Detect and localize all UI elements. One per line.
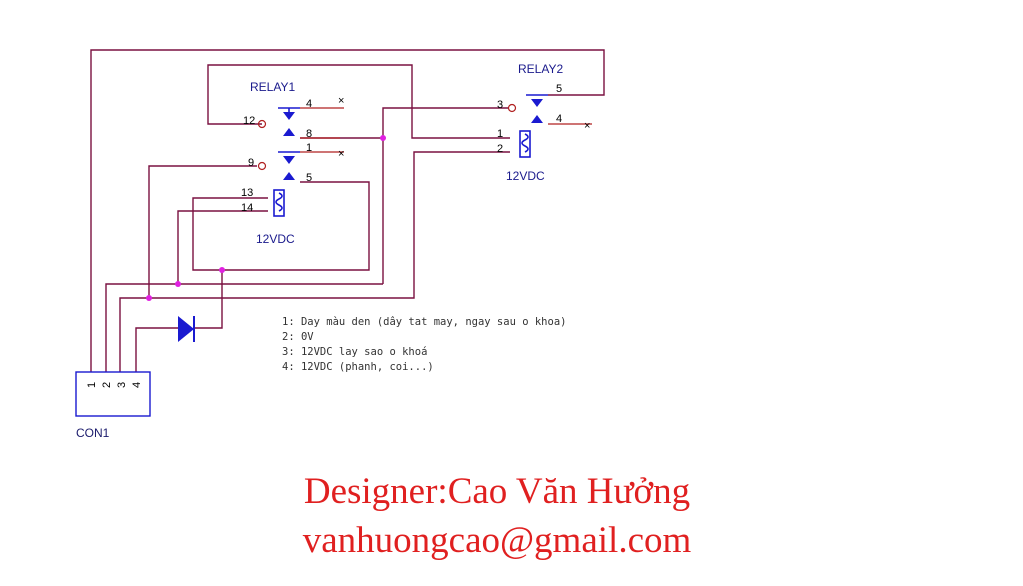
relay1-arrow-down-bottom <box>283 156 295 164</box>
wire-relay1-pin12-relay2-pin1 <box>207 64 510 139</box>
note-line: 1: Day màu den (dây tat may, ngay sau o … <box>282 316 566 328</box>
relay1-arrow-down-top <box>283 112 295 120</box>
relay1-pin-13: 13 <box>241 187 253 199</box>
junction-dot <box>219 267 225 273</box>
relay2-coil-label: 12VDC <box>506 169 545 183</box>
designer-credit: Designer:Cao Văn Hưởng <box>304 471 690 512</box>
relay1-coil <box>273 189 285 217</box>
relay1-arrow-up-top <box>283 128 295 136</box>
relay2-pin-1: 1 <box>497 128 503 140</box>
relay1-coil-winding <box>275 192 283 212</box>
relay1-contact-12 <box>257 119 267 129</box>
pin-notes: 1: Day màu den (dây tat may, ngay sau o … <box>282 316 566 373</box>
relay2-arrow-up <box>531 115 543 123</box>
relay2-pin-3: 3 <box>497 99 503 111</box>
note-line: 4: 12VDC (phanh, coi...) <box>282 361 434 373</box>
relay1-pin-12: 12 <box>243 115 255 127</box>
con1-pin-1: 1 <box>86 382 98 388</box>
relay2-pin-5: 5 <box>556 83 562 95</box>
relay2-label: RELAY2 <box>518 62 563 76</box>
wire-diode-junction <box>194 270 223 329</box>
relay2-x-4: × <box>584 120 590 132</box>
relay1-x-4: × <box>338 95 344 107</box>
relay1-pin-8: 8 <box>306 128 312 140</box>
wire-relay2-pin3 <box>382 107 509 284</box>
diode-body <box>178 316 194 342</box>
relay1-pin-9: 9 <box>248 157 254 169</box>
wire-relay1-pin9 <box>148 165 257 298</box>
wires <box>90 49 605 372</box>
wire-bus-con1 <box>105 283 383 372</box>
con1-body <box>75 371 151 417</box>
relay1-contact-9 <box>257 161 267 171</box>
wire-con1-relay2-pin5 <box>90 49 605 372</box>
relay1-pin-14: 14 <box>241 202 253 214</box>
con1-pin-2: 2 <box>101 382 113 388</box>
con1-pin-4: 4 <box>131 382 143 388</box>
relay2-pin-4: 4 <box>556 113 562 125</box>
relay1-coil-label: 12VDC <box>256 232 295 246</box>
con1-label: CON1 <box>76 426 110 440</box>
relay2-coil <box>519 130 531 158</box>
relay2: RELAY2 × 12VDC 3 5 4 1 2 <box>497 62 592 183</box>
designer-email: vanhuongcao@gmail.com <box>303 520 692 561</box>
junction-dot <box>175 281 181 287</box>
wire-relay1-pin5 <box>192 181 370 271</box>
relay2-coil-winding <box>521 133 529 153</box>
note-line: 2: 0V <box>282 331 314 343</box>
relay1-pin-5: 5 <box>306 172 312 184</box>
relay1-pin-4: 4 <box>306 98 312 110</box>
con1-pin-3: 3 <box>116 382 128 388</box>
junction-dot <box>146 295 152 301</box>
relay1: RELAY1 × × 12VDC 12 4 8 9 1 5 13 14 <box>241 80 344 246</box>
relay2-arrow-down <box>531 99 543 107</box>
relay1-arrow-up-bottom <box>283 172 295 180</box>
relay2-pin-2: 2 <box>497 143 503 155</box>
note-line: 3: 12VDC lay sao o khoá <box>282 346 427 358</box>
credits: Designer:Cao Văn Hưởng vanhuongcao@gmail… <box>303 471 692 561</box>
relay1-x-1: × <box>338 148 344 160</box>
connector-con1: 1 2 3 4 CON1 <box>75 371 151 440</box>
relay1-label: RELAY1 <box>250 80 295 94</box>
relay2-contact-3 <box>507 103 517 113</box>
wire-relay1-pin14 <box>177 210 268 284</box>
wire-relay2-pin2-con1 <box>119 151 510 372</box>
diode <box>178 316 195 342</box>
junctions <box>146 135 386 301</box>
junction-dot <box>380 135 386 141</box>
relay1-pin-1: 1 <box>306 142 312 154</box>
wire-diode-con1-pin4 <box>135 327 178 372</box>
